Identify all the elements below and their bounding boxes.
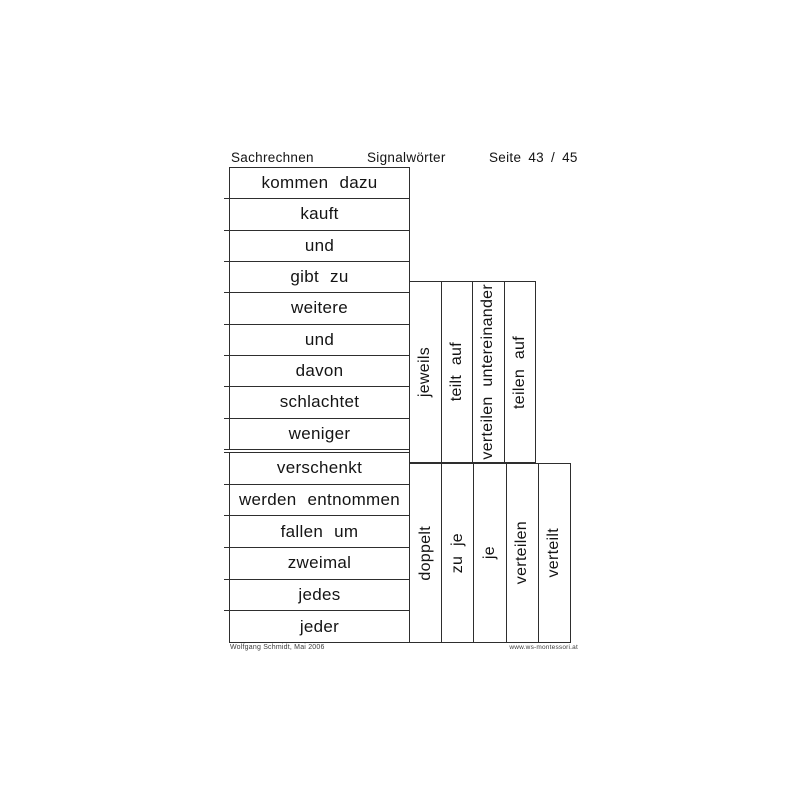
word-strip-label: davon <box>295 361 344 381</box>
word-strip-label: teilen auf <box>510 335 528 409</box>
word-strip: und <box>224 325 409 357</box>
word-strips-left-top-group: kommen dazu kauft und gibt zu weitere und davo… <box>224 167 410 450</box>
word-strip-label: weitere <box>291 298 348 318</box>
word-strip: je <box>474 464 507 642</box>
word-strip: zweimal <box>224 548 409 580</box>
word-strip-label: gibt zu <box>290 267 349 287</box>
header-title: Signalwörter <box>367 150 446 165</box>
word-strip: fallen um <box>224 516 409 549</box>
word-strip: teilen auf <box>505 282 536 462</box>
word-strip: weitere <box>224 293 409 325</box>
word-strip-label: zu je <box>448 532 466 574</box>
word-strip: kauft <box>224 199 409 231</box>
word-strip-label: und <box>304 235 335 255</box>
word-strip-label: kauft <box>300 204 339 224</box>
footer-website: www.ws-montessori.at <box>509 644 578 651</box>
word-strip: teilt auf <box>442 282 473 462</box>
word-strip: jeder <box>230 611 409 642</box>
word-strip: werden entnommen <box>224 485 409 517</box>
word-strip: und <box>224 231 409 263</box>
word-strip-label: verschenkt <box>276 458 363 478</box>
word-strip-label: werden entnommen <box>238 490 401 509</box>
word-strip: kommen dazu <box>224 168 409 200</box>
word-strip: verteilen <box>507 464 539 642</box>
word-strip: verteilt <box>539 464 570 642</box>
word-strip-label: verteilen <box>513 521 531 585</box>
word-strip-label: verteilen untereinander <box>479 284 497 460</box>
header-subject: Sachrechnen <box>231 150 314 165</box>
header-page-number: Seite 43 / 45 <box>489 150 578 165</box>
word-strips-right-upper-group: jeweils teilt auf verteilen untereinander t… <box>409 281 536 463</box>
word-strip-label: jedes <box>298 585 341 605</box>
word-strip-label: verteilt <box>545 528 563 578</box>
word-strip: doppelt <box>410 464 443 642</box>
word-strip-label: zweimal <box>287 553 352 573</box>
word-strip: jeweils <box>410 282 442 462</box>
word-strip-label: jeder <box>299 616 340 636</box>
footer-author: Wolfgang Schmidt, Mai 2006 <box>230 644 325 651</box>
word-strip: gibt zu <box>224 262 409 294</box>
word-strip-label: und <box>304 329 335 349</box>
word-strip: jedes <box>224 580 409 612</box>
word-strip-label: teilt auf <box>447 342 465 402</box>
word-strip: verteilen untereinander <box>473 282 505 462</box>
word-strip-label: jeweils <box>416 346 434 398</box>
word-strip-label: kommen dazu <box>261 173 378 193</box>
word-strip-label: schlachtet <box>279 392 360 412</box>
word-strips-right-lower-group: doppelt zu je je verteilen verteilt <box>409 463 571 643</box>
word-strips-left-bottom-group: verschenkt werden entnommen fallen um zweim… <box>224 452 410 643</box>
word-strip: zu je <box>442 464 475 642</box>
word-strip: schlachtet <box>224 387 409 419</box>
word-strip: davon <box>224 356 409 388</box>
word-strip: weniger <box>230 419 409 449</box>
word-strip-label: je <box>481 546 498 560</box>
word-strip-label: doppelt <box>416 525 434 581</box>
word-strip: verschenkt <box>224 453 409 485</box>
word-strip-label: weniger <box>288 423 351 443</box>
word-strip-label: fallen um <box>280 521 359 541</box>
